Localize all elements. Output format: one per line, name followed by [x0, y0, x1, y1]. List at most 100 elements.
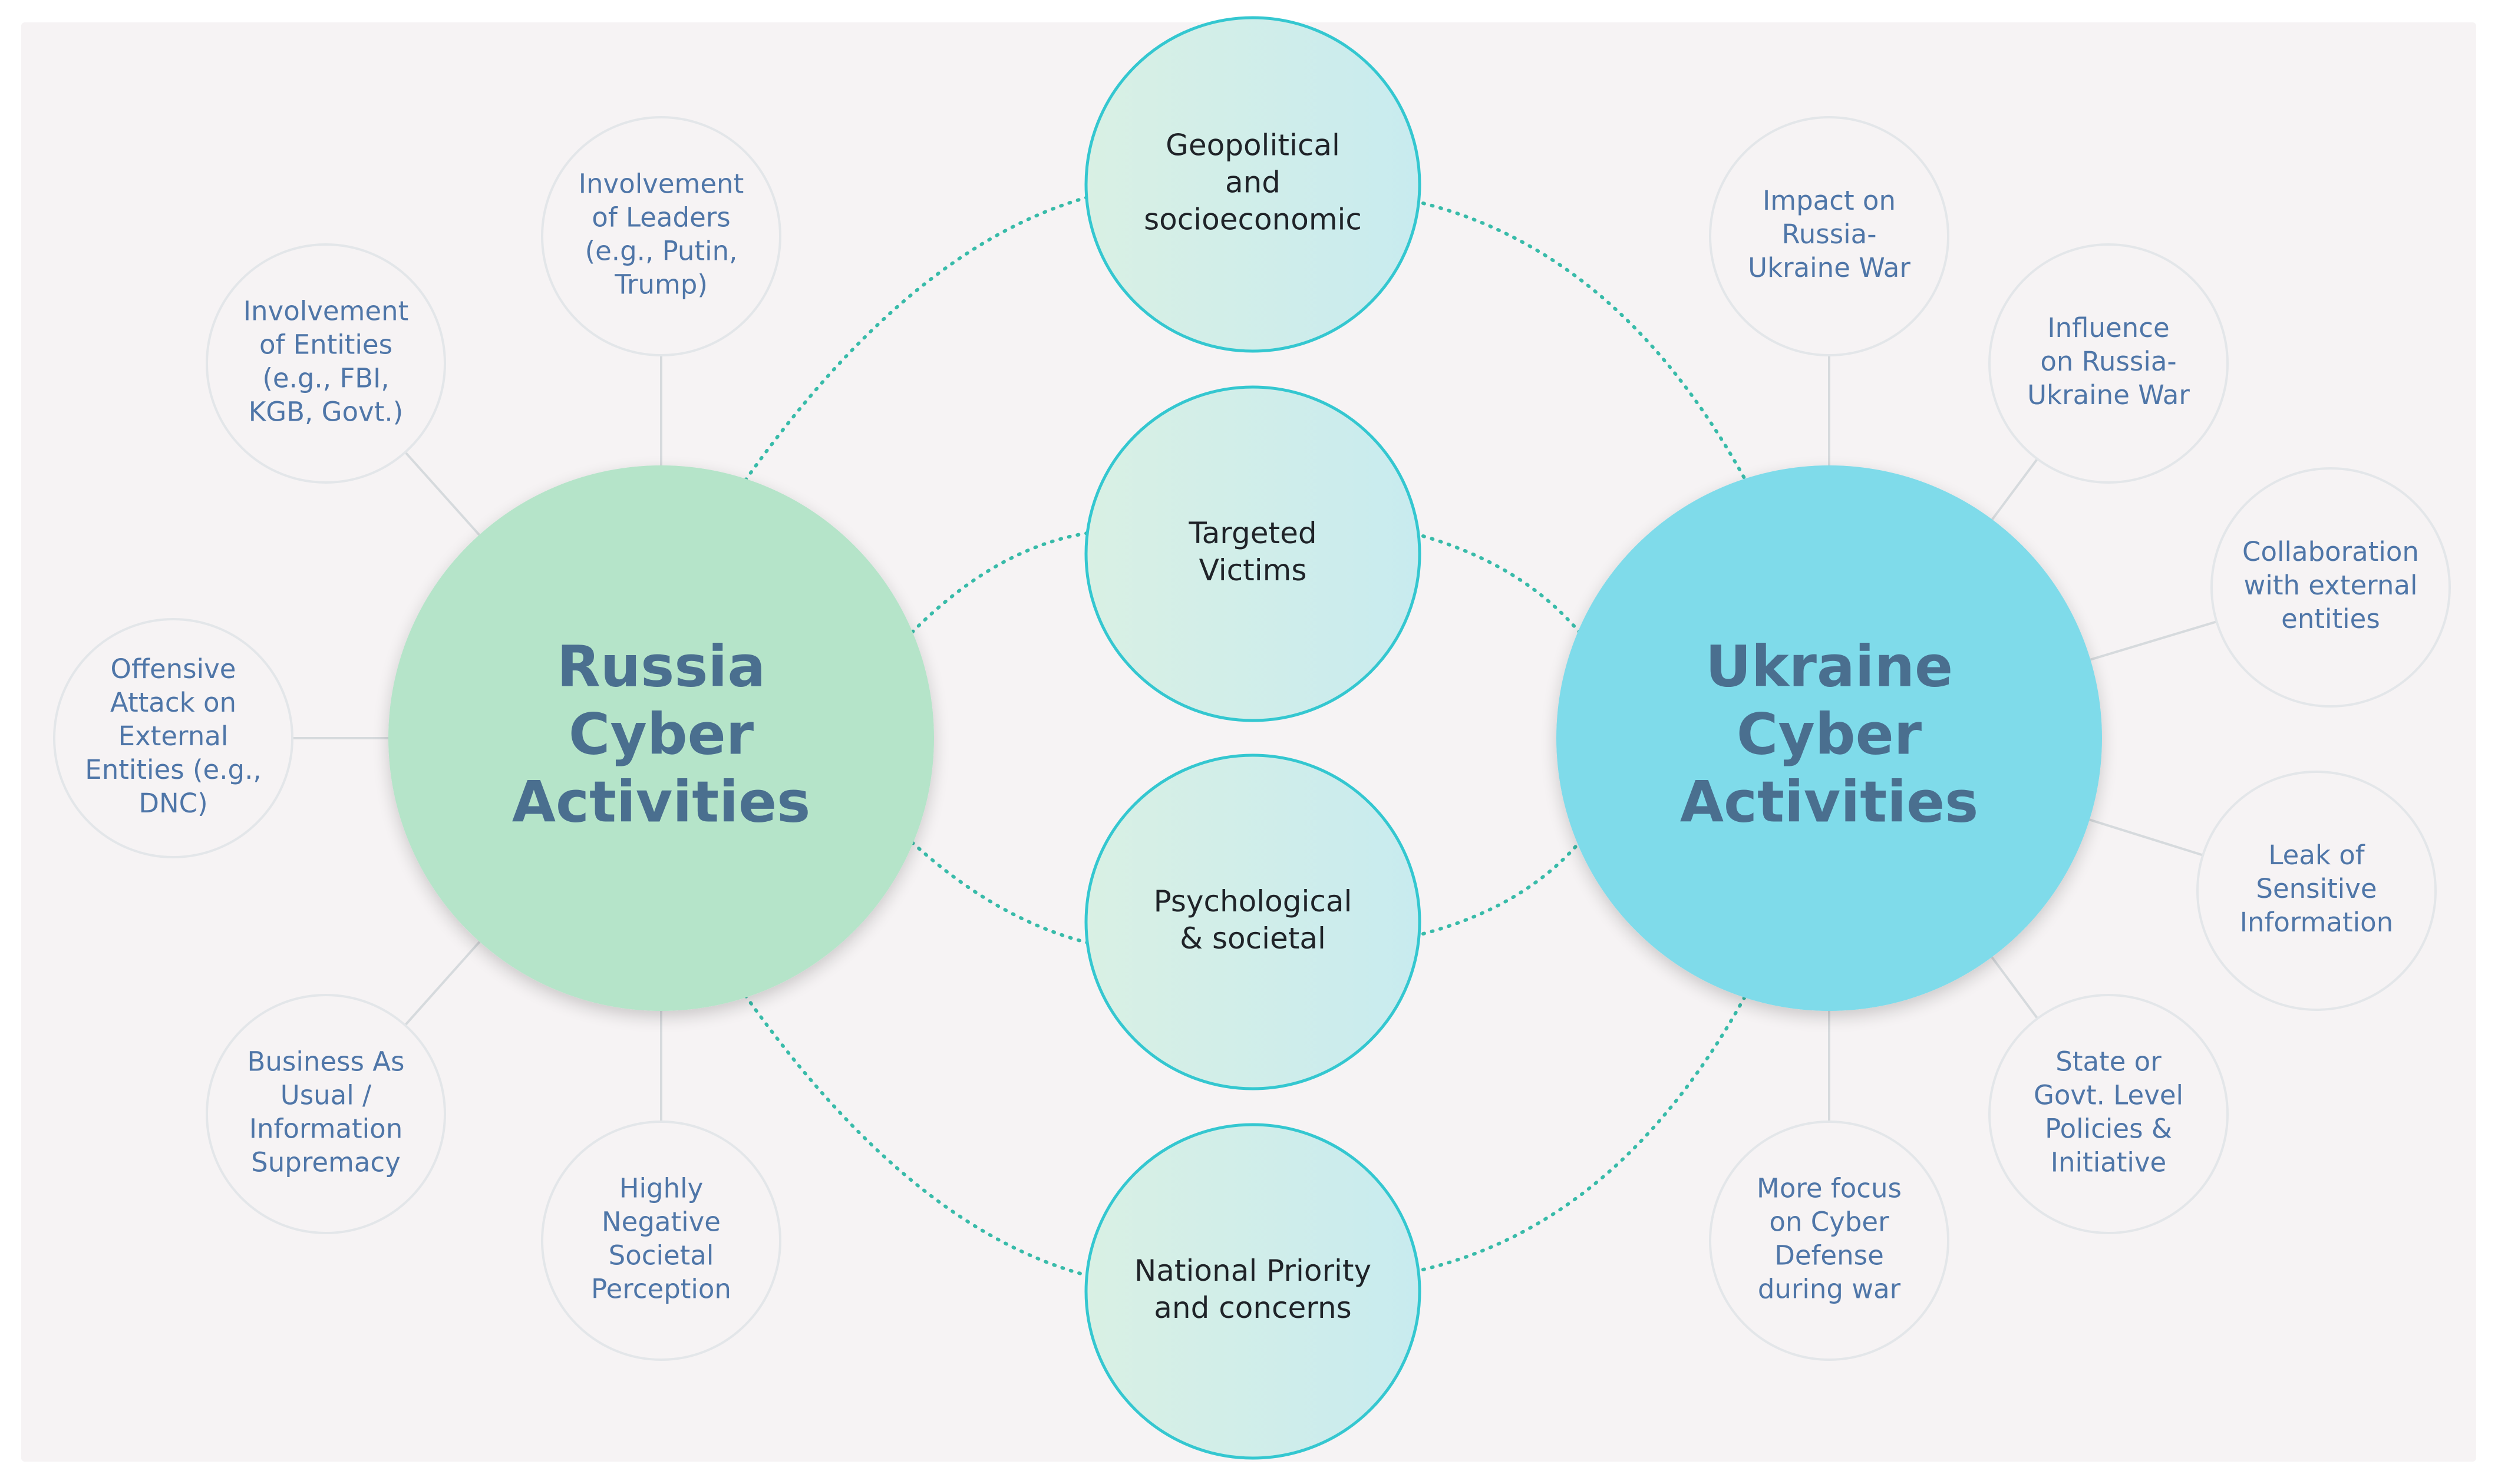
- russia-satellite-1-label-line-4: Trump): [614, 269, 708, 300]
- ukraine-spoke-5: [1991, 956, 2039, 1020]
- ukraine-satellite-6-label-line-3: Defense: [1774, 1240, 1884, 1271]
- center-node-2-circle: [1084, 385, 1421, 722]
- center-node-3: Psychological& societal: [1084, 753, 1421, 1090]
- russia-satellite-1-label-line-3: (e.g., Putin,: [585, 236, 738, 267]
- russia-satellite-2-label-line-1: Involvement: [243, 296, 408, 327]
- russia-hub-title-line-1: Russia: [557, 633, 765, 699]
- ukraine-link-4: [1421, 994, 1747, 1271]
- russia-satellite-3-label-line-5: DNC): [138, 788, 207, 819]
- russia-satellite-3-label-line-1: Offensive: [111, 653, 236, 685]
- ukraine-spoke-3: [2090, 620, 2217, 661]
- russia-hub-title-line-2: Cyber: [569, 701, 754, 767]
- diagram-background: [21, 22, 2476, 1462]
- ukraine-satellite-2-circle: [1988, 243, 2229, 484]
- russia-satellite-5-label-line-4: Perception: [591, 1274, 731, 1305]
- russia-spoke-4: [404, 941, 481, 1026]
- ukraine-satellite-5-label-line-4: Initiative: [2051, 1147, 2166, 1178]
- center-node-2-label-line-1: Targeted: [1188, 516, 1316, 550]
- russia-satellite-4-label-line-3: Information: [249, 1113, 403, 1145]
- center-node-4-circle: [1084, 1123, 1421, 1460]
- ukraine-satellite-3-label-line-2: with external: [2244, 570, 2418, 601]
- center-node-1-circle: [1084, 16, 1421, 353]
- center-node-3-label: Psychological& societal: [1154, 884, 1352, 956]
- ukraine-satellite-4-label-line-3: Information: [2240, 907, 2394, 938]
- russia-satellite-2-label-line-3: (e.g., FBI,: [262, 363, 389, 394]
- russia-link-1: [744, 196, 1089, 482]
- ukraine-satellite-2-label-line-3: Ukraine War: [2027, 379, 2190, 411]
- ukraine-satellite-3-label-line-3: entities: [2281, 603, 2380, 634]
- russia-hub-circle: [388, 465, 934, 1011]
- russia-satellite-4-label-line-1: Business As: [248, 1046, 405, 1078]
- ukraine-satellite-1-circle: [1709, 116, 1949, 356]
- russia-satellite-1-circle: [541, 116, 781, 356]
- russia-satellite-5-label-line-3: Societal: [609, 1240, 714, 1271]
- center-node-1-label-line-3: socioeconomic: [1144, 203, 1362, 237]
- ukraine-satellite-3-circle: [2210, 467, 2451, 708]
- ukraine-satellite-5-label-line-2: Govt. Level: [2034, 1080, 2183, 1111]
- russia-satellite-5-label-line-2: Negative: [602, 1207, 721, 1238]
- center-node-2-label-line-2: Victims: [1199, 553, 1307, 587]
- ukraine-satellite-6-label-line-1: More focus: [1757, 1173, 1902, 1204]
- ukraine-hub-title-line-3: Activities: [1680, 769, 1979, 835]
- ukraine-hub-circle: [1556, 465, 2102, 1011]
- center-node-4-label-line-1: National Priority: [1134, 1254, 1371, 1288]
- russia-link-4: [744, 994, 1089, 1277]
- russia-satellite-2-label-line-2: of Entities: [259, 329, 392, 361]
- ukraine-link-1: [1421, 201, 1747, 482]
- center-node-1-label-line-2: and: [1225, 166, 1281, 200]
- russia-satellite-4-label-line-4: Supremacy: [251, 1147, 401, 1178]
- ukraine-satellite-6-label-line-2: on Cyber: [1769, 1207, 1889, 1238]
- russia-satellite-3-circle: [53, 618, 293, 858]
- center-node-1-label-line-1: Geopolitical: [1166, 128, 1340, 163]
- ukraine-spoke-2: [1991, 458, 2038, 520]
- center-node-4-label-line-2: and concerns: [1154, 1291, 1351, 1325]
- center-node-3-circle: [1084, 753, 1421, 1090]
- ukraine-link-3: [1421, 841, 1581, 936]
- russia-satellite-2-circle: [206, 243, 446, 484]
- russia-satellite-2-label-line-4: KGB, Govt.): [249, 396, 403, 428]
- ukraine-hub-title-line-1: Ukraine: [1705, 633, 1953, 699]
- russia-satellite-1-label-line-1: Involvement: [579, 168, 744, 200]
- ukraine-satellite-4-label-line-2: Sensitive: [2256, 873, 2377, 904]
- russia-satellite-3-label-line-4: Entities (e.g.,: [85, 754, 261, 785]
- center-node-3-label-line-2: & societal: [1180, 921, 1326, 956]
- ukraine-satellite-3-label-line-1: Collaboration: [2242, 536, 2419, 567]
- russia-satellite-5-circle: [541, 1121, 781, 1361]
- russia-satellite-3-label-line-2: Attack on: [110, 687, 236, 718]
- russia-satellite-5-label-line-1: Highly: [619, 1173, 704, 1204]
- ukraine-hub-title-line-2: Cyber: [1737, 701, 1922, 767]
- ukraine-satellite-1-label-line-1: Impact on: [1763, 185, 1896, 216]
- ukraine-satellite-5-label-line-3: Policies &: [2045, 1113, 2172, 1145]
